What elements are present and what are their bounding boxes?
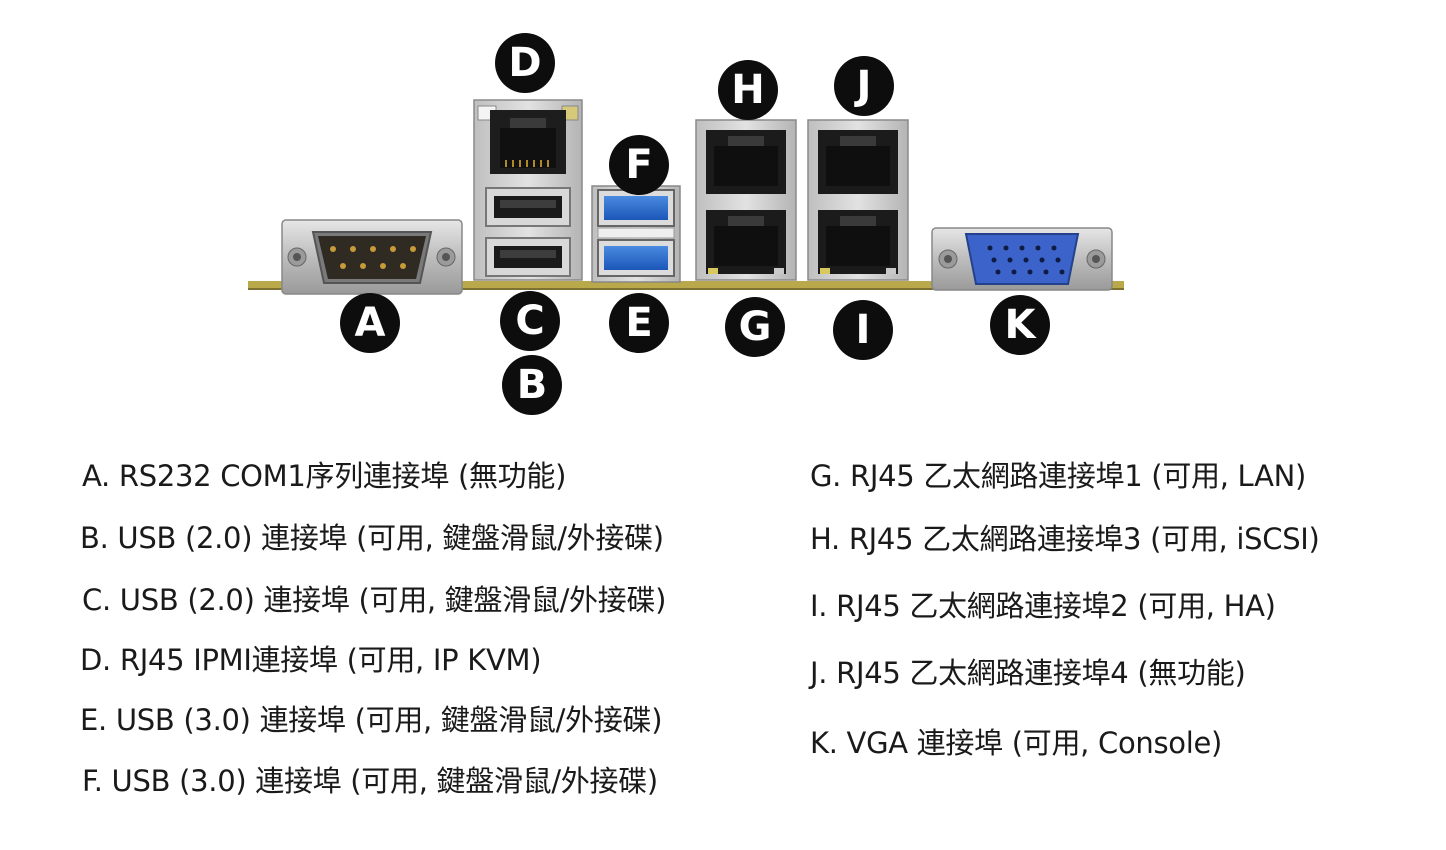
legend-item-g: G. RJ45 乙太網路連接埠1 (可用, LAN) [810, 459, 1307, 493]
vga-port-graphic [931, 227, 1113, 291]
pcb-edge [248, 281, 1124, 289]
legend-item-j: J. RJ45 乙太網路連接埠4 (無功能) [810, 656, 1246, 690]
rear-io-panel [248, 99, 1124, 295]
marker-j: J [834, 56, 894, 116]
legend-item-h: H. RJ45 乙太網路連接埠3 (可用, iSCSI) [810, 522, 1320, 556]
lan-stack-2-graphic [807, 119, 909, 281]
legend-item-k: K. VGA 連接埠 (可用, Console) [810, 726, 1223, 760]
lan-stack-1-graphic [695, 119, 797, 281]
marker-k: K [990, 295, 1050, 355]
legend-item-c: C. USB (2.0) 連接埠 (可用, 鍵盤滑鼠/外接碟) [82, 583, 667, 617]
marker-h: H [718, 60, 778, 120]
legend-item-i: I. RJ45 乙太網路連接埠2 (可用, HA) [810, 589, 1276, 623]
marker-b: B [502, 355, 562, 415]
legend-item-e: E. USB (3.0) 連接埠 (可用, 鍵盤滑鼠/外接碟) [80, 703, 663, 737]
marker-i: I [833, 300, 893, 360]
marker-d: D [495, 33, 555, 93]
marker-c: C [500, 291, 560, 351]
marker-g: G [725, 297, 785, 357]
legend-item-a: A. RS232 COM1序列連接埠 (無功能) [82, 459, 567, 493]
marker-e: E [609, 293, 669, 353]
legend-item-d: D. RJ45 IPMI連接埠 (可用, IP KVM) [80, 643, 542, 677]
usb3-stack-graphic [591, 185, 681, 283]
marker-a: A [340, 293, 400, 353]
legend-item-b: B. USB (2.0) 連接埠 (可用, 鍵盤滑鼠/外接碟) [80, 521, 664, 555]
marker-f: F [609, 135, 669, 195]
ipmi-usb2-stack-graphic [473, 99, 583, 281]
serial-port-graphic [281, 219, 463, 295]
legend-item-f: F. USB (3.0) 連接埠 (可用, 鍵盤滑鼠/外接碟) [82, 764, 658, 798]
